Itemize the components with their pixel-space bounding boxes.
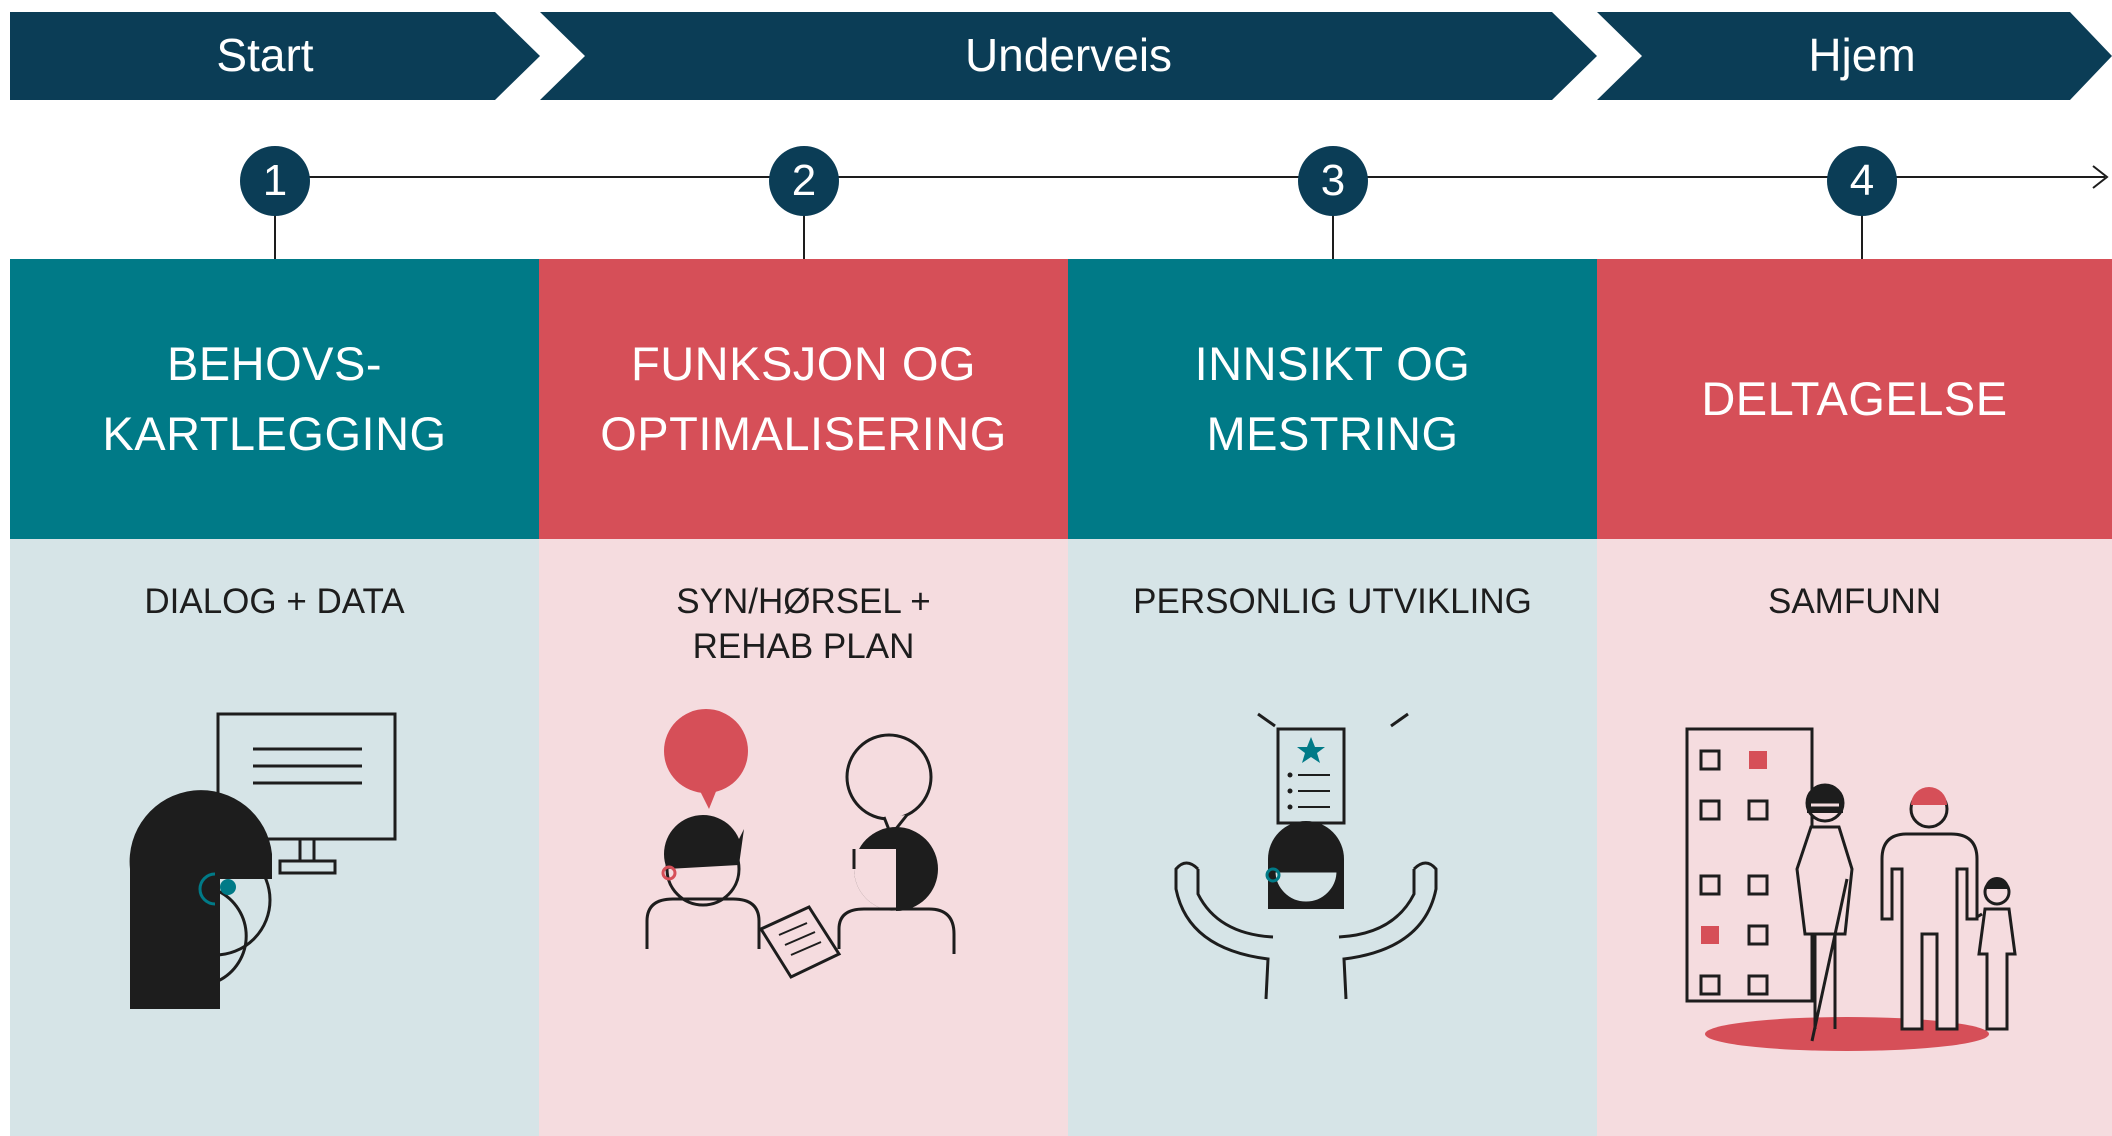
column-subtitle: DIALOG + DATA — [144, 582, 405, 621]
column-body: SAMFUNN — [1597, 539, 2112, 1136]
phase-label-hjem: Hjem — [1808, 29, 1916, 81]
computer-user-icon — [129, 712, 397, 1009]
timeline-arrowhead — [2092, 165, 2109, 189]
step-marker-4 — [1827, 146, 1897, 216]
column-body: DIALOG + DATA — [10, 539, 539, 1136]
column-header: INNSIKT OG MESTRING — [1068, 259, 1597, 539]
step-marker-2 — [769, 146, 839, 216]
column-funksjon-og-optimalisering: FUNKSJON OG OPTIMALISERING SYN/HØRSEL + … — [539, 259, 1068, 1136]
phase-bar — [10, 12, 2112, 100]
community-icon — [1685, 727, 2017, 1051]
step-number-3: 3 — [1320, 156, 1346, 205]
column-title: DELTAGELSE — [1701, 372, 2008, 425]
step-marker-1 — [240, 146, 310, 216]
column-title: BEHOVS- KARTLEGGING — [102, 337, 447, 460]
step-number-2: 2 — [791, 156, 817, 205]
conversation-icon — [645, 709, 956, 979]
column-subtitle: SYN/HØRSEL + REHAB PLAN — [676, 582, 931, 666]
column-body: SYN/HØRSEL + REHAB PLAN — [539, 539, 1068, 1136]
step-number-4: 4 — [1849, 156, 1875, 205]
column-subtitle: PERSONLIG UTVIKLING — [1133, 582, 1532, 621]
timeline — [240, 146, 2109, 260]
phase-arrow-hjem — [1597, 12, 2112, 100]
phase-arrow-start — [10, 12, 540, 100]
column-subtitle: SAMFUNN — [1767, 582, 1942, 621]
column-header: FUNKSJON OG OPTIMALISERING — [539, 259, 1068, 539]
column-innsikt-og-mestring: INNSIKT OG MESTRING PERSONLIG UTVIKLING — [1068, 259, 1597, 1136]
step-marker-3 — [1298, 146, 1368, 216]
column-deltagelse: DELTAGELSE SAMFUNN — [1597, 259, 2112, 1136]
column-title: INNSIKT OG MESTRING — [1194, 337, 1471, 460]
personal-growth-icon — [1174, 712, 1438, 1000]
column-title: FUNKSJON OG OPTIMALISERING — [600, 337, 1007, 460]
column-behovskartlegging: BEHOVS- KARTLEGGING DIALOG + DATA — [10, 259, 539, 1136]
column-body: PERSONLIG UTVIKLING — [1068, 539, 1597, 1136]
phase-label-underveis: Underveis — [964, 29, 1173, 81]
step-number-1: 1 — [262, 156, 288, 205]
column-header: BEHOVS- KARTLEGGING — [10, 259, 539, 539]
phase-arrow-underveis — [540, 12, 1597, 100]
column-header: DELTAGELSE — [1597, 259, 2112, 539]
phase-label-start: Start — [216, 29, 314, 81]
